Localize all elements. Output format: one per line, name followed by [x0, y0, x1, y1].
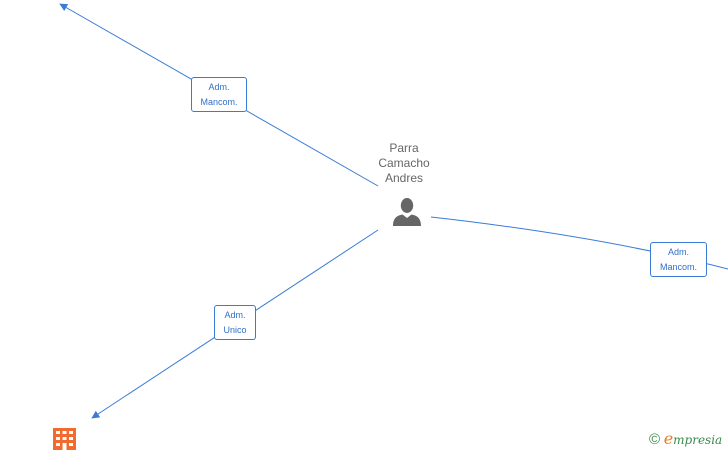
relation-label-top-left[interactable]: Adm. Mancom.	[191, 77, 247, 112]
person-name[interactable]: Parra Camacho Andres	[354, 141, 454, 186]
relation-label-line: Adm.	[224, 310, 246, 320]
brand-initial: e	[663, 429, 674, 448]
brand-rest: mpresia	[673, 433, 723, 447]
relation-label-line: Mancom.	[659, 262, 697, 272]
relation-label-line: Adm.	[208, 82, 230, 92]
empresia-logo: © empresia	[649, 429, 722, 449]
person-name-line-2: Camacho	[378, 156, 430, 170]
relation-label-line: Unico	[223, 325, 247, 335]
relation-label-line: Adm.	[667, 247, 689, 257]
person-name-line-3: Andres	[384, 171, 424, 185]
person-icon[interactable]	[392, 197, 422, 227]
relation-label-right[interactable]: Adm. Mancom.	[650, 242, 707, 277]
person-name-line-1: Parra	[389, 141, 419, 155]
copyright-symbol: ©	[649, 431, 661, 448]
relation-label-line: Mancom.	[200, 97, 238, 107]
building-icon[interactable]	[53, 428, 76, 450]
relation-label-bottom[interactable]: Adm. Unico	[214, 305, 256, 340]
